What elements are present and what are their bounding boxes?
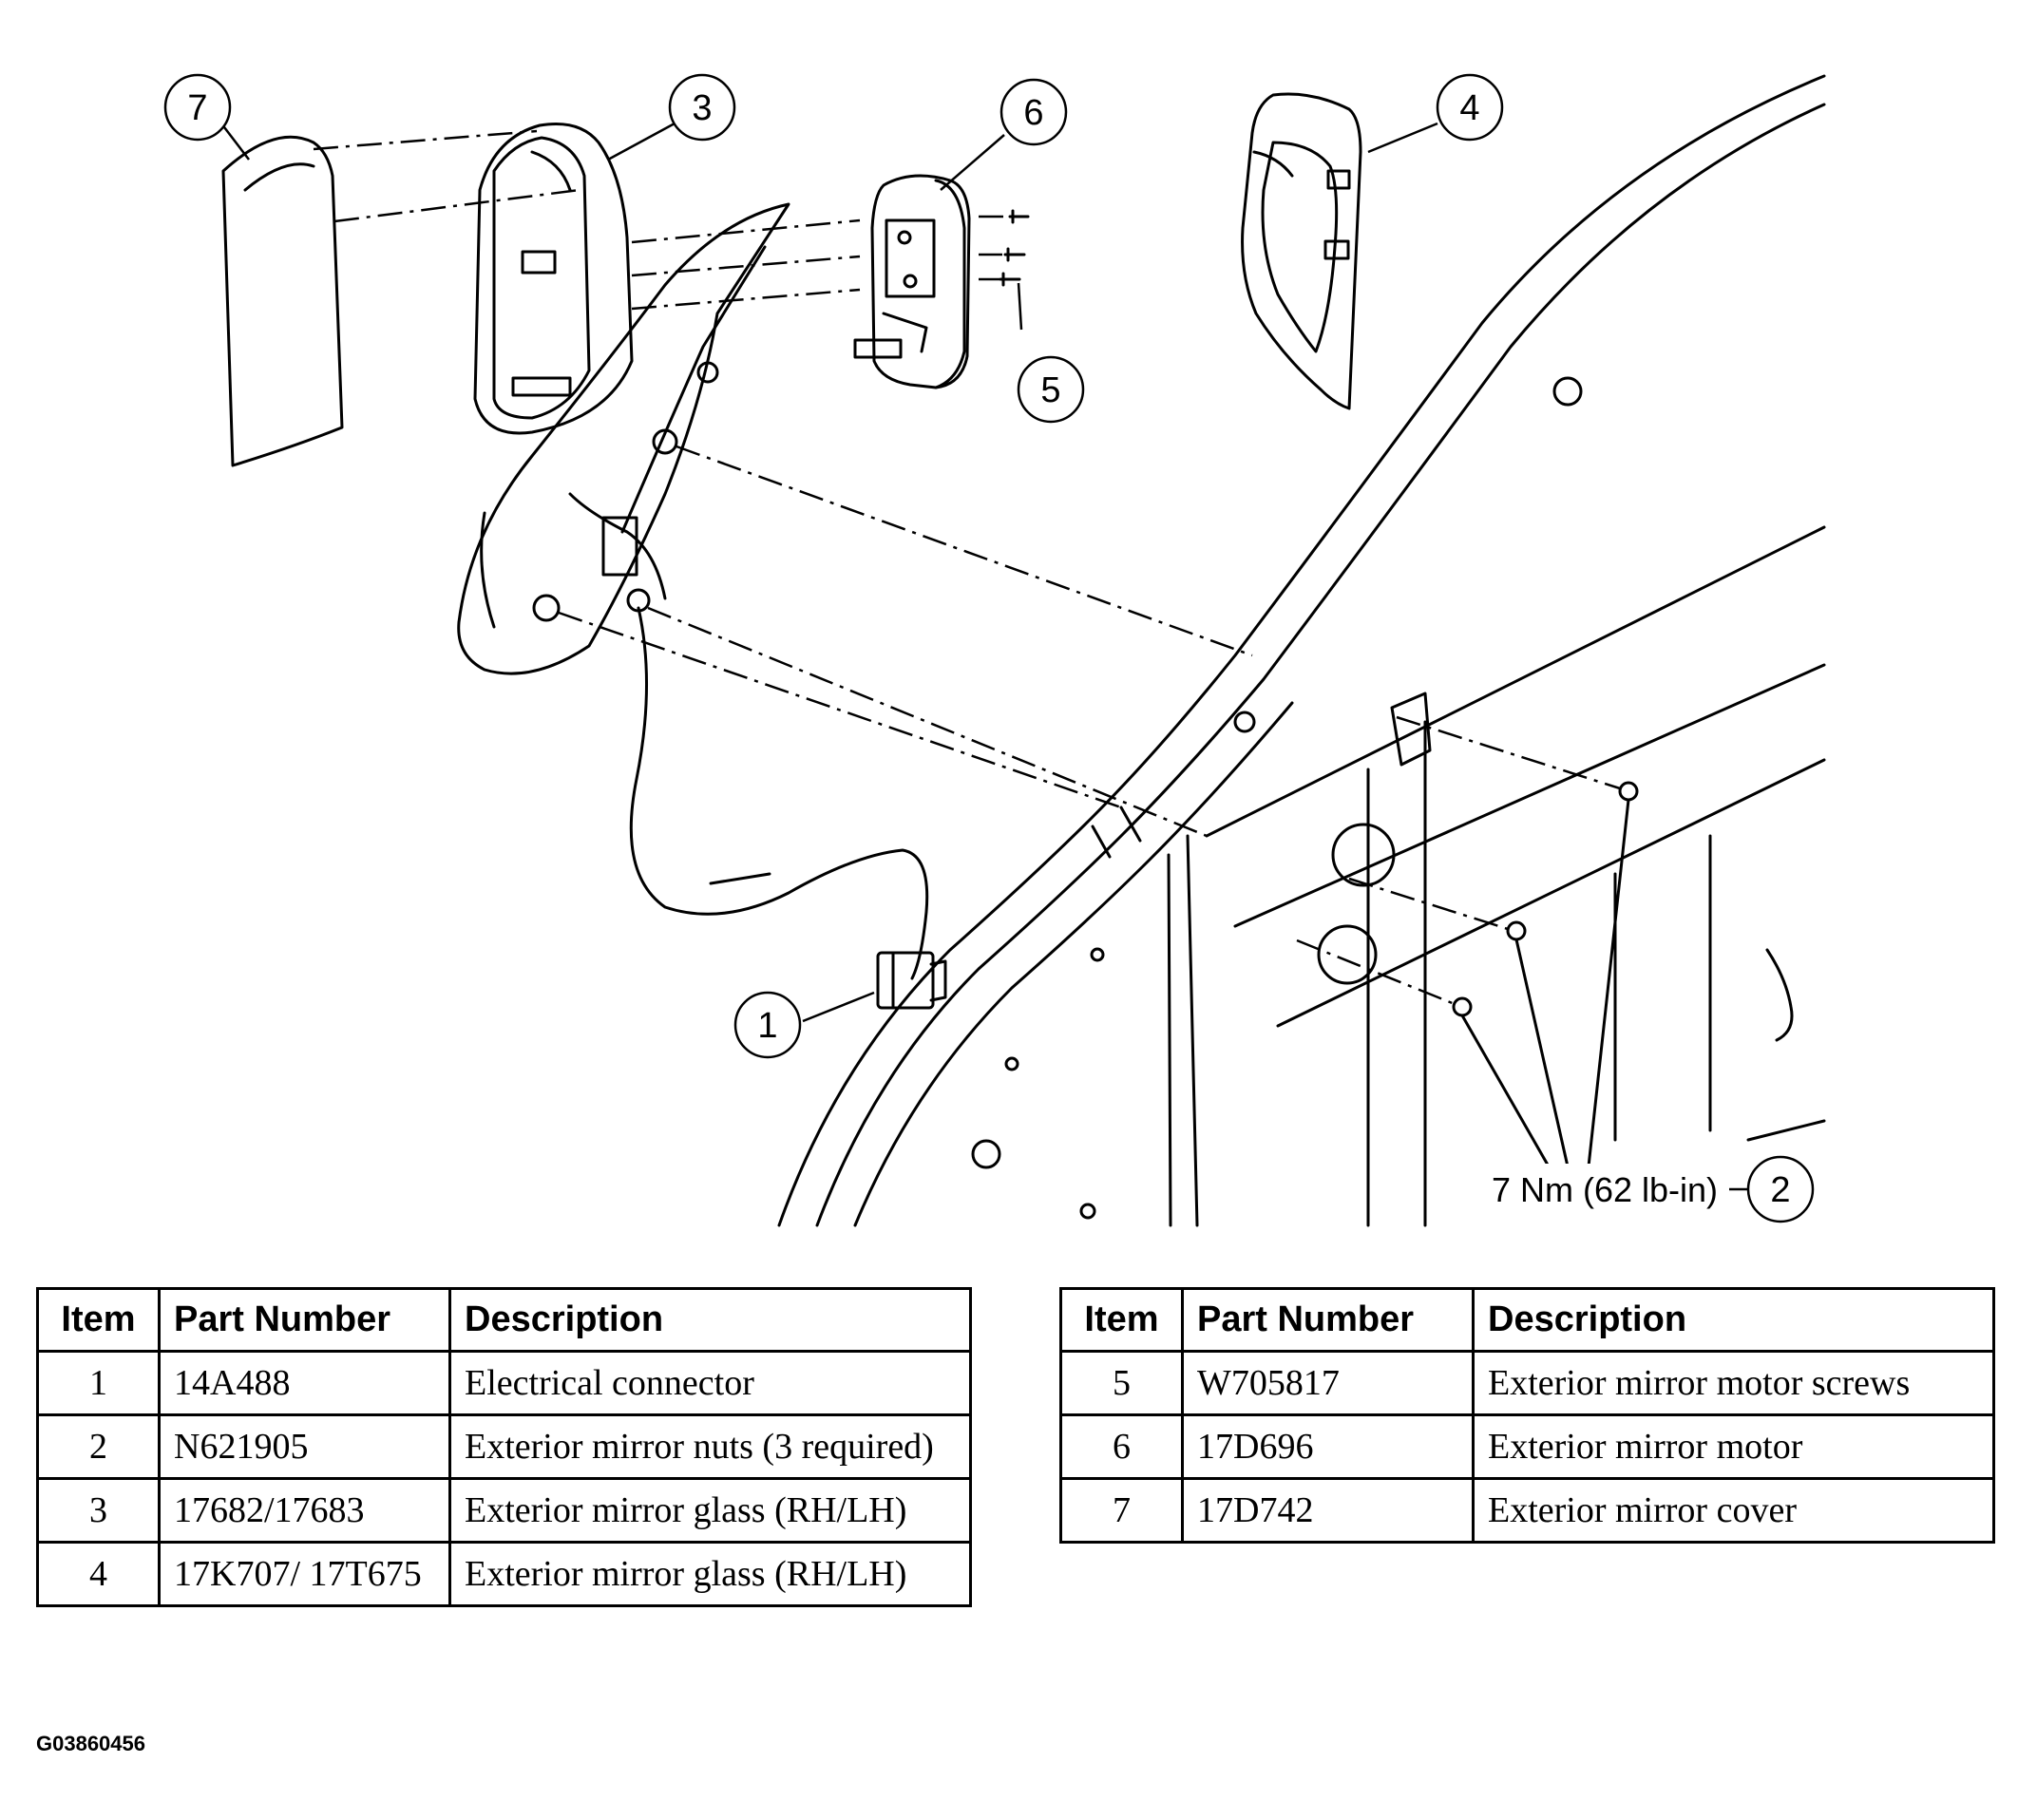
table-row: 6 17D696 Exterior mirror motor (1059, 1413, 1995, 1480)
callout-3 (668, 73, 736, 142)
callout-7-label: 7 (187, 88, 207, 128)
callout-4 (1436, 73, 1504, 142)
callout-leaders (220, 122, 1748, 1191)
callout-2-label: 2 (1770, 1170, 1790, 1210)
cell-part-number: 17D742 (1181, 1477, 1475, 1544)
header-item: Item (36, 1287, 161, 1353)
header-part-number: Part Number (158, 1287, 451, 1353)
cell-description: Exterior mirror motor (1472, 1413, 1995, 1480)
motor-screws-drawing (999, 209, 1030, 287)
table-row: 5 W705817 Exterior mirror motor screws (1059, 1350, 1995, 1416)
callout-5 (1017, 355, 1085, 424)
door-frame-drawing (777, 74, 1826, 1227)
mirror-motor-drawing (853, 174, 971, 389)
header-item: Item (1059, 1287, 1184, 1353)
table-row: 7 17D742 Exterior mirror cover (1059, 1477, 1995, 1544)
cell-item: 4 (36, 1541, 161, 1607)
mirror-nuts-drawing (1452, 781, 1639, 1168)
cell-item: 7 (1059, 1477, 1184, 1544)
figure-id: G03860456 (36, 1732, 145, 1755)
cell-part-number: 17D696 (1181, 1413, 1475, 1480)
mirror-base-drawing (457, 202, 947, 1010)
table-header-row: Item Part Number Description (36, 1287, 972, 1353)
callout-4-label: 4 (1459, 88, 1479, 128)
cell-part-number: N621905 (158, 1413, 451, 1480)
callout-1 (733, 991, 802, 1059)
table-row: 4 17K707/ 17T675 Exterior mirror glass (… (36, 1541, 972, 1607)
callout-6 (999, 78, 1068, 146)
cell-item: 6 (1059, 1413, 1184, 1480)
parts-table-right: Item Part Number Description 5 W705817 E… (1059, 1287, 1995, 1544)
header-description: Description (1472, 1287, 1995, 1353)
cell-part-number: 14A488 (158, 1350, 451, 1416)
cell-item: 3 (36, 1477, 161, 1544)
mirror-cover-drawing (221, 135, 344, 467)
table-header-row: Item Part Number Description (1059, 1287, 1995, 1353)
mirror-glass-alt-drawing (1241, 92, 1362, 410)
cell-description: Exterior mirror cover (1472, 1477, 1995, 1544)
torque-spec: 7 Nm (62 lb-in) (1492, 1170, 1718, 1209)
cell-part-number: 17K707/ 17T675 (158, 1541, 451, 1607)
callout-5-label: 5 (1040, 370, 1060, 410)
table-row: 3 17682/17683 Exterior mirror glass (RH/… (36, 1477, 972, 1544)
table-row: 1 14A488 Electrical connector (36, 1350, 972, 1416)
header-description: Description (448, 1287, 972, 1353)
mirror-glass-housing-drawing (473, 122, 634, 435)
cell-item: 2 (36, 1413, 161, 1480)
table-row: 2 N621905 Exterior mirror nuts (3 requir… (36, 1413, 972, 1480)
callout-2 (1746, 1155, 1815, 1223)
cell-description: Exterior mirror glass (RH/LH) (448, 1541, 972, 1607)
callout-6-label: 6 (1023, 93, 1043, 133)
cell-item: 1 (36, 1350, 161, 1416)
cell-description: Exterior mirror motor screws (1472, 1350, 1995, 1416)
callout-1-label: 1 (757, 1006, 777, 1046)
header-part-number: Part Number (1181, 1287, 1475, 1353)
cell-part-number: 17682/17683 (158, 1477, 451, 1544)
cell-item: 5 (1059, 1350, 1184, 1416)
parts-table-left: Item Part Number Description 1 14A488 El… (36, 1287, 972, 1607)
cell-description: Exterior mirror nuts (3 required) (448, 1413, 972, 1480)
cell-description: Electrical connector (448, 1350, 972, 1416)
cell-part-number: W705817 (1181, 1350, 1475, 1416)
cell-description: Exterior mirror glass (RH/LH) (448, 1477, 972, 1544)
callout-3-label: 3 (692, 88, 712, 128)
alignment-lines (313, 129, 1621, 1006)
exploded-mirror-diagram: 7 3 6 4 5 1 2 7 Nm (62 lb-in) (163, 73, 1826, 1227)
callout-7 (163, 73, 232, 142)
